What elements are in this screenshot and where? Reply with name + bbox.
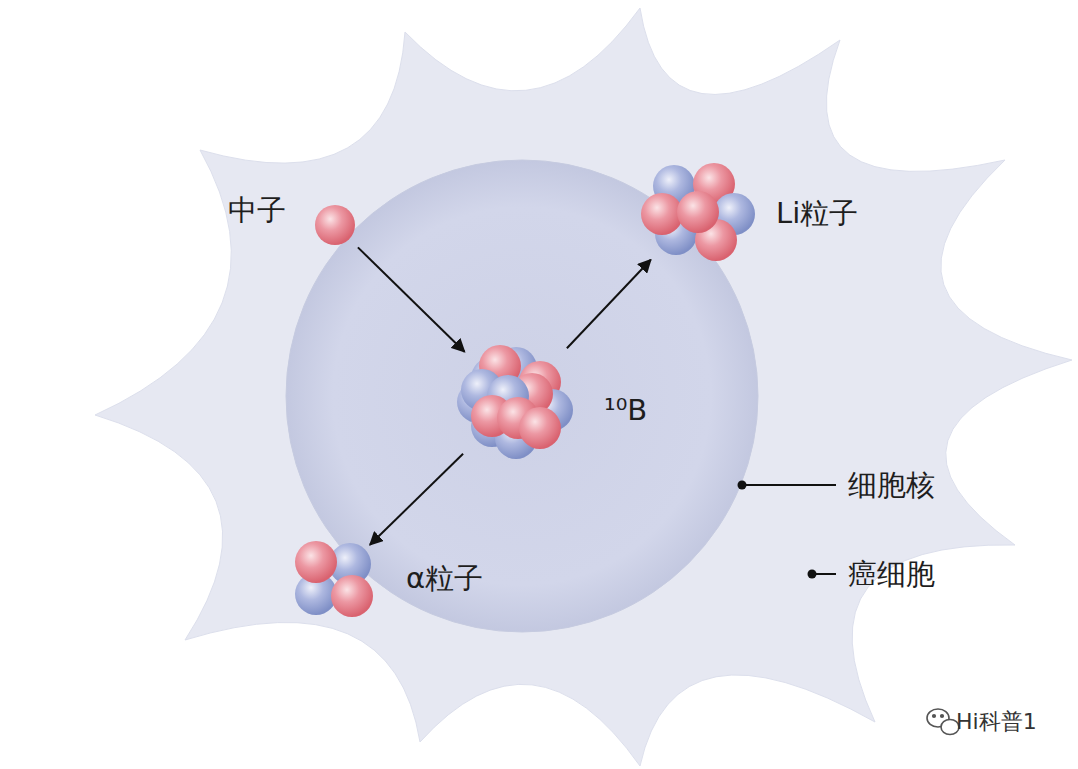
particle-balls (292, 540, 378, 618)
wechat-icon (927, 709, 959, 735)
leader-dot (738, 481, 747, 490)
proton-ball (641, 193, 683, 235)
node-label: ¹⁰B (604, 393, 647, 428)
node-label: 细胞核 (848, 468, 935, 503)
proton-ball (331, 575, 373, 617)
node-label: α粒子 (406, 561, 483, 596)
node-label: 癌细胞 (848, 557, 935, 592)
proton-ball (519, 407, 561, 449)
watermark-text: Hi科普1 (956, 707, 1037, 737)
reaction-arrow (358, 247, 465, 351)
leader-line (816, 573, 836, 575)
alpha-particle: α粒子 (292, 540, 378, 618)
reaction-arrow (370, 454, 463, 545)
node-label: Li粒子 (776, 196, 858, 231)
reaction-arrow (567, 260, 651, 349)
leader-dot (808, 570, 817, 579)
neutron-particle: 中子 (313, 203, 357, 247)
boron-nucleus: ¹⁰B (452, 338, 580, 466)
node-label: 中子 (228, 193, 286, 228)
proton-ball (295, 541, 337, 583)
particle-balls (313, 203, 357, 247)
proton-ball (677, 191, 719, 233)
leader-line (746, 484, 836, 486)
lithium-particle: Li粒子 (636, 156, 756, 268)
particle-balls (636, 156, 756, 268)
proton-ball (315, 205, 355, 245)
cancer-cell-outline (95, 8, 1072, 766)
particle-balls (452, 338, 580, 466)
nucleus-circle (286, 160, 758, 632)
